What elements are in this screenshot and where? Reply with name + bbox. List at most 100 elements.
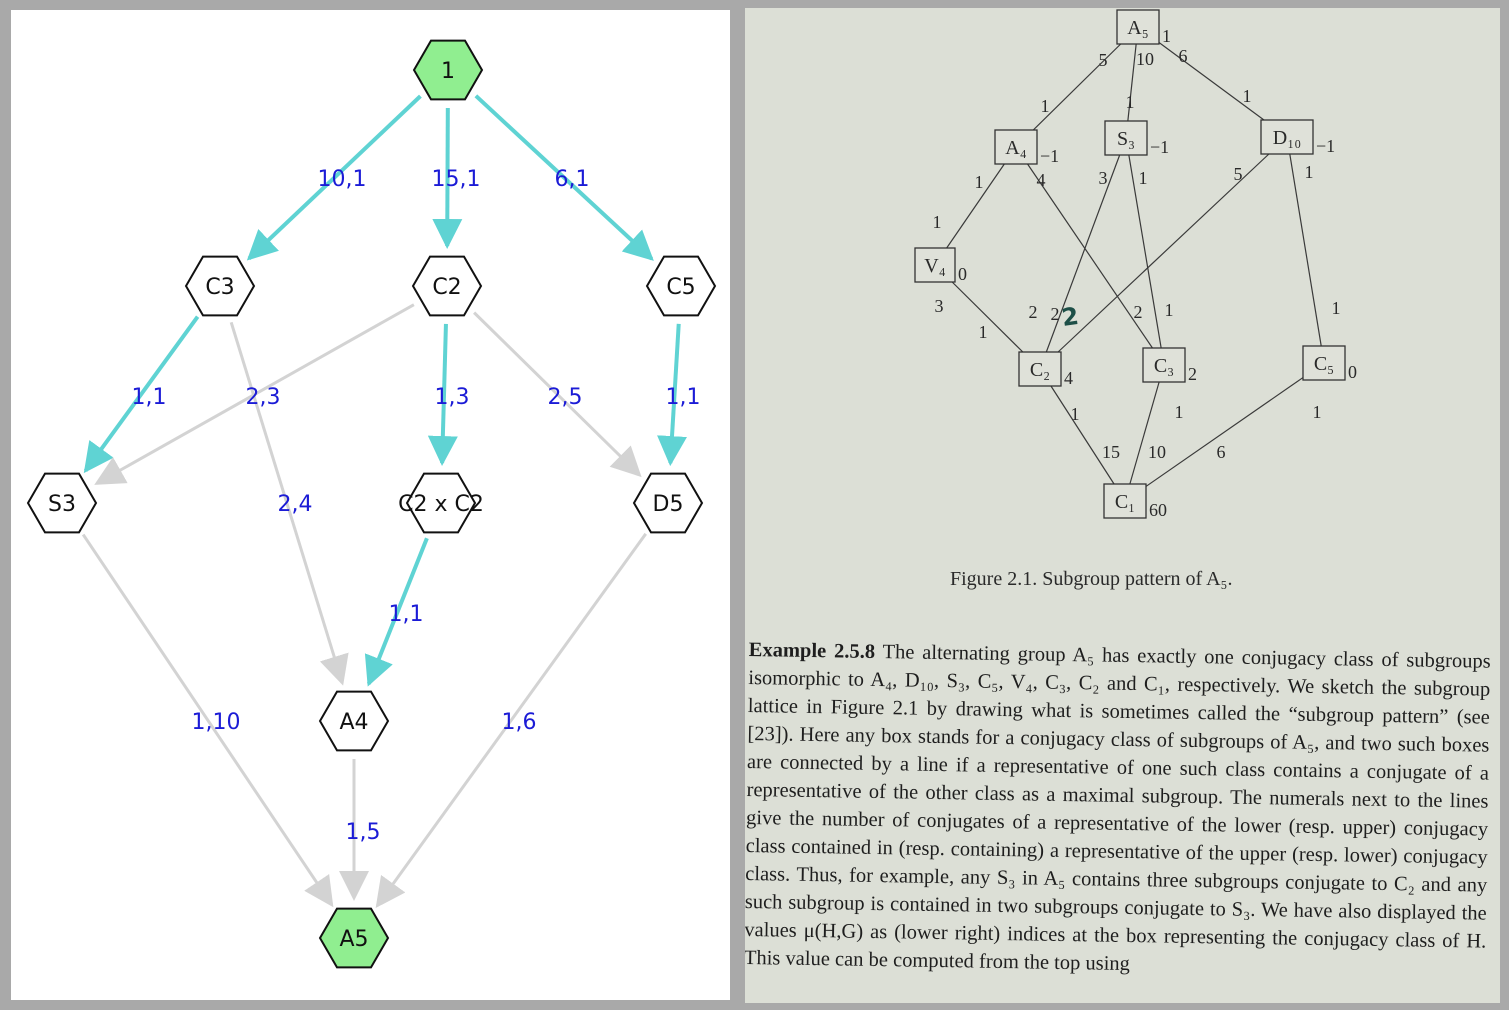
lower-count-S3-C3: 1 xyxy=(1165,300,1174,320)
upper-count-S3-C3: 1 xyxy=(1139,168,1148,188)
edge-label-c2-s3: 2,3 xyxy=(246,385,281,410)
node-label: C2 xyxy=(432,275,461,300)
node-c2: C2 xyxy=(411,255,483,317)
edge-c3-a4 xyxy=(229,321,349,686)
line-C3-C1 xyxy=(1129,381,1160,485)
example-text: The alternating group A₅ has exactly one… xyxy=(745,641,1491,976)
upper-count-A5-S3: 10 xyxy=(1136,49,1154,69)
box-D10: D₁₀ −1 xyxy=(1260,119,1335,156)
hexagon-shape xyxy=(411,255,483,317)
example-heading: Example 2.5.8 xyxy=(748,638,876,663)
node-a4: A4 xyxy=(318,690,390,752)
upper-count-C2-C1: 1 xyxy=(1071,404,1080,424)
highlighted-edge-c2xc2-a4 xyxy=(364,537,429,687)
lower-count-A4-C3: 2 xyxy=(1134,302,1143,322)
lower-count-A5-A4: 1 xyxy=(1041,96,1050,116)
highlighted-edge-n1-c3 xyxy=(246,94,422,261)
mu-index: 4 xyxy=(1064,368,1073,388)
highlighted-edge-c2-c2xc2 xyxy=(427,323,458,467)
line-D10-C5 xyxy=(1289,153,1322,347)
handwritten-annotation: 2 xyxy=(1060,302,1080,332)
mu-index: −1 xyxy=(1150,137,1169,157)
line-A5-D10 xyxy=(1158,42,1265,121)
line-A5-A4 xyxy=(1032,43,1122,131)
box-label: A₄ xyxy=(1005,137,1026,159)
box-label: C₃ xyxy=(1154,355,1174,377)
line-A4-V4 xyxy=(946,163,1005,249)
box-frame xyxy=(994,129,1038,165)
lower-count-S3-C2: 2 xyxy=(1029,302,1038,322)
node-label: S3 xyxy=(48,492,76,517)
mu-index: −1 xyxy=(1040,146,1059,166)
box-frame xyxy=(1142,347,1186,383)
box-label: C₅ xyxy=(1314,353,1334,375)
hexagon-shape xyxy=(26,472,98,534)
mu-index: 2 xyxy=(1188,364,1197,384)
hexagon-shape xyxy=(318,690,390,752)
edge-label-n1-c3: 10,1 xyxy=(318,167,367,192)
box-label: D₁₀ xyxy=(1273,127,1301,149)
highlighted-edge-n1-c2 xyxy=(432,107,463,250)
edge-label-c2-c2xc2: 1,3 xyxy=(435,385,470,410)
edge-c2-d5 xyxy=(473,311,642,478)
edge-d5-a5 xyxy=(375,532,647,908)
node-label: C3 xyxy=(205,275,234,300)
lower-count-V4-C2: 1 xyxy=(979,322,988,342)
edge-label-n1-c5: 6,1 xyxy=(555,167,590,192)
box-frame xyxy=(1104,120,1148,156)
node-label: A4 xyxy=(339,710,368,735)
box-label: C₂ xyxy=(1030,359,1050,381)
mu-index: 60 xyxy=(1149,500,1167,520)
box-label: S₃ xyxy=(1117,128,1135,150)
box-C1: C₁ 60 xyxy=(1103,483,1167,520)
box-C2: C₂ 4 xyxy=(1018,351,1073,388)
edge-label-n1-c2: 15,1 xyxy=(432,167,481,192)
hexagon-shape xyxy=(405,472,477,534)
hexagon-shape xyxy=(632,472,704,534)
line-C2-C1 xyxy=(1050,385,1115,485)
mu-index: −1 xyxy=(1316,136,1335,156)
node-c5: C5 xyxy=(645,255,717,317)
edge-label-d5-a5: 1,6 xyxy=(502,710,537,735)
box-frame xyxy=(1302,345,1346,381)
box-label: C₁ xyxy=(1115,491,1135,513)
box-frame xyxy=(1018,351,1062,387)
edge-label-s3-a5: 1,10 xyxy=(192,710,241,735)
edge-label-c2xc2-a4: 1,1 xyxy=(389,602,424,627)
upper-count-C3-C1: 1 xyxy=(1175,402,1184,422)
graph-edges xyxy=(81,94,687,908)
node-a5: A5 xyxy=(318,907,390,969)
box-label: A₅ xyxy=(1127,17,1148,39)
lower-count-D10-C2: 2 xyxy=(1051,304,1060,324)
example-paragraph: Example 2.5.8 The alternating group A₅ h… xyxy=(745,636,1491,984)
upper-count-A4-C3: 4 xyxy=(1037,170,1046,190)
edge-s3-a5 xyxy=(81,533,334,908)
edge-label-c2-d5: 2,5 xyxy=(548,385,583,410)
node-n1: 1 xyxy=(412,39,484,101)
figure-caption: Figure 2.1. Subgroup pattern of A₅. xyxy=(950,568,1233,590)
hexagon-shape xyxy=(645,255,717,317)
box-V4: V₄ 0 xyxy=(914,247,967,284)
mu-index: 0 xyxy=(958,264,967,284)
node-label: D5 xyxy=(653,492,684,517)
upper-count-C5-C1: 1 xyxy=(1313,402,1322,422)
hexagon-shape xyxy=(318,907,390,969)
box-label: V₄ xyxy=(924,255,945,277)
lower-count-A5-S3: 1 xyxy=(1126,92,1135,112)
edge-label-a4-a5: 1,5 xyxy=(346,820,381,845)
upper-count-A5-A4: 5 xyxy=(1099,50,1108,70)
node-s3: S3 xyxy=(26,472,98,534)
box-frame xyxy=(1116,9,1160,45)
highlighted-edge-c5-d5 xyxy=(657,323,687,467)
highlighted-edge-n1-c5 xyxy=(474,94,654,261)
line-A5-S3 xyxy=(1127,43,1137,122)
line-A4-C3 xyxy=(1027,163,1153,349)
line-S3-C2 xyxy=(1045,154,1121,353)
